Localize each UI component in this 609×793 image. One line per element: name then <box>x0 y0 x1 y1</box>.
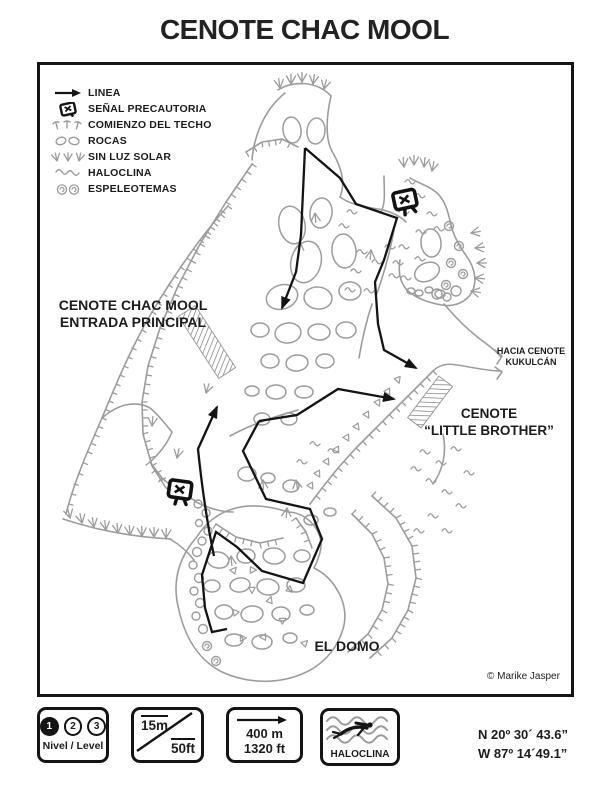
distance-values: 400 m 1320 ft <box>243 726 286 756</box>
legend-row-line: LINEA <box>48 85 212 101</box>
speleothems-icon <box>48 183 88 196</box>
legend-label: SEÑAL PRECAUTORIA <box>88 103 207 115</box>
map-credit: © Marike Jasper <box>487 671 560 682</box>
halocline-box-label: HALOCLINA <box>330 749 390 760</box>
legend-label: COMIENZO DEL TECHO <box>88 119 212 131</box>
label-el-domo: EL DOMO <box>314 638 380 654</box>
label-little-brother: CENOTE “LITTLE BROTHER” <box>424 406 554 438</box>
legend-row-ceiling: COMIENZO DEL TECHO <box>48 117 212 133</box>
map-frame <box>37 62 574 697</box>
halocline-icon <box>48 167 88 179</box>
longitude: W 87º 14´49.1” <box>478 746 568 761</box>
label-to-kukulcan: HACIA CENOTE KUKULCÁN <box>496 346 566 367</box>
halocline-diver-icon <box>326 716 388 744</box>
legend-row-nosun: SIN LUZ SOLAR <box>48 149 212 165</box>
legend: LINEA SEÑAL PRECAUTORIA COMIENZO DEL TEC… <box>48 85 212 197</box>
depth-metric: 15m <box>141 715 169 733</box>
no-sunlight-icon <box>48 151 88 163</box>
depth-scale-box: 15m 50ft <box>131 707 204 763</box>
legend-row-warning: SEÑAL PRECAUTORIA <box>48 101 212 117</box>
legend-label: ESPELEOTEMAS <box>88 183 177 195</box>
ceiling-start-icon <box>48 119 88 132</box>
legend-label: SIN LUZ SOLAR <box>88 151 172 163</box>
depth-imperial: 50ft <box>170 738 195 756</box>
label-main-entrance: CENOTE CHAC MOOL ENTRADA PRINCIPAL <box>58 297 208 330</box>
page-title: CENOTE CHAC MOOL <box>159 14 450 45</box>
distance-scale-box: 400 m 1320 ft <box>226 707 303 763</box>
legend-row-speleothems: ESPELEOTEMAS <box>48 181 212 197</box>
halocline-box: HALOCLINA <box>320 708 400 766</box>
rocks-icon <box>48 135 88 147</box>
line-arrow-icon <box>48 87 88 99</box>
legend-label: ROCAS <box>88 135 127 147</box>
gps-coordinates: N 20º 30´ 43.6” W 87º 14´49.1” <box>478 725 568 763</box>
latitude: N 20º 30´ 43.6” <box>478 727 569 742</box>
levels-box: 1 2 3 Nivel / Level <box>37 707 109 763</box>
scale-diagonal <box>136 712 193 752</box>
levels-label: Nivel / Level <box>42 740 104 752</box>
warning-sign-icon <box>48 101 88 117</box>
level-1-badge: 1 <box>40 717 59 736</box>
level-3-badge: 3 <box>87 717 107 736</box>
legend-label: LINEA <box>88 87 121 99</box>
level-badges: 1 2 3 <box>40 717 107 736</box>
legend-row-rocks: ROCAS <box>48 133 212 149</box>
legend-row-halocline: HALOCLINA <box>48 165 212 181</box>
distance-arrow-icon <box>237 716 287 724</box>
level-2-badge: 2 <box>63 717 83 736</box>
legend-label: HALOCLINA <box>88 167 152 179</box>
